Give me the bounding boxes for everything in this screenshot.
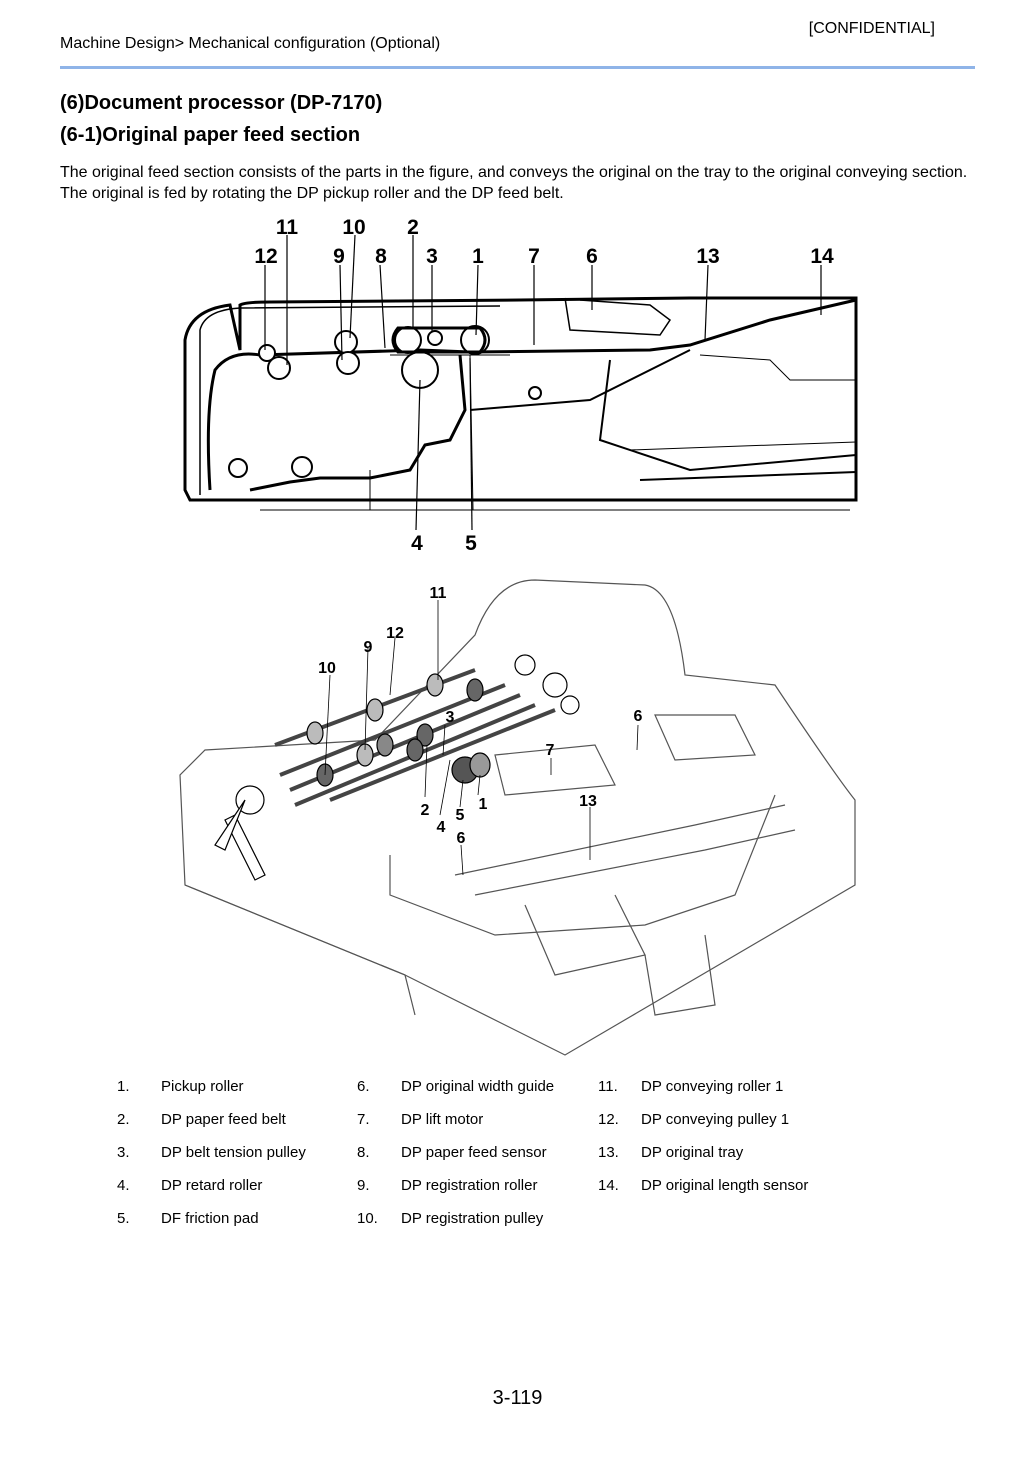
legend-number: 9.: [357, 1177, 370, 1194]
callout-9: 9: [364, 639, 373, 656]
callout-10: 10: [318, 660, 336, 677]
legend-row: 3. DP belt tension pulley 8. DP paper fe…: [0, 1144, 1035, 1168]
callout-4: 4: [437, 819, 446, 836]
isometric-housing: [179, 579, 856, 1056]
legend-row: 5. DF friction pad 10. DP registration p…: [0, 1210, 1035, 1234]
legend-label: DP paper feed sensor: [401, 1144, 547, 1161]
callout-1: 1: [472, 245, 484, 268]
isometric-leader-lines: [324, 600, 639, 876]
legend-number: 7.: [357, 1111, 370, 1128]
legend-row: 1. Pickup roller 6. DP original width gu…: [0, 1078, 1035, 1102]
confidential-label: [CONFIDENTIAL]: [808, 20, 935, 37]
legend-label: DP original tray: [641, 1144, 744, 1161]
callout-3: 3: [426, 245, 438, 268]
callout-12: 12: [386, 625, 404, 642]
callout-11: 11: [430, 585, 447, 602]
callout-7: 7: [528, 245, 540, 268]
legend-label: DP original width guide: [401, 1078, 555, 1095]
callout-10: 10: [342, 216, 365, 239]
legend-label: DP lift motor: [401, 1111, 484, 1128]
callout-5: 5: [456, 807, 465, 824]
legend-number: 2.: [117, 1111, 130, 1128]
legend-number: 3.: [117, 1144, 130, 1161]
page-number: 3-119: [492, 1387, 543, 1409]
callout-6: 6: [634, 708, 643, 725]
isometric-rollers: [306, 673, 491, 787]
cross-section-feed-belt: [391, 326, 487, 354]
isometric-gears: [214, 654, 580, 881]
header-rule: [60, 66, 975, 69]
callout-13: 13: [579, 793, 597, 810]
callout-11: 11: [276, 216, 299, 239]
legend-label: DF friction pad: [161, 1210, 259, 1227]
isometric-figure: 11 12 9 10 3 6 7 13 2 4 5 1 6: [179, 579, 856, 1056]
callout-9: 9: [333, 245, 345, 268]
legend-label: DP retard roller: [161, 1177, 263, 1194]
callout-2: 2: [421, 802, 430, 819]
isometric-callouts: 11 12 9 10 3 6 7 13 2 4 5 1 6: [318, 585, 642, 847]
legend-label: Pickup roller: [161, 1078, 244, 1095]
legend-label: DP belt tension pulley: [161, 1144, 306, 1161]
cross-section-figure: 11 10 2 12 9 8 3 1 7 6 13 14 4 5: [183, 216, 858, 555]
legend-row: 2. DP paper feed belt 7. DP lift motor 1…: [0, 1111, 1035, 1135]
legend-number: 13.: [598, 1144, 619, 1161]
callout-8: 8: [375, 245, 387, 268]
section-subtitle: (6-1)Original paper feed section: [60, 124, 361, 146]
legend-label: DP conveying roller 1: [641, 1078, 784, 1095]
callout-7: 7: [546, 742, 555, 759]
callout-4: 4: [411, 532, 423, 555]
section-title: (6)Document processor (DP-7170): [60, 92, 383, 114]
legend-number: 1.: [117, 1078, 130, 1095]
legend-label: DP registration pulley: [401, 1210, 544, 1227]
legend-label: DP paper feed belt: [161, 1111, 286, 1128]
legend-number: 6.: [357, 1078, 370, 1095]
legend-number: 4.: [117, 1177, 130, 1194]
cross-section-drawing: [183, 296, 858, 511]
section-description: The original feed section consists of th…: [60, 164, 968, 202]
cross-section-leader-lines: [264, 234, 822, 531]
cross-section-callouts: 11 10 2 12 9 8 3 1 7 6 13 14 4 5: [254, 216, 834, 555]
legend-label: DP conveying pulley 1: [641, 1111, 790, 1128]
callout-1: 1: [479, 796, 488, 813]
legend-number: 14.: [598, 1177, 619, 1194]
legend-row: 4. DP retard roller 9. DP registration r…: [0, 1177, 1035, 1201]
callout-13: 13: [696, 245, 719, 268]
callout-6: 6: [586, 245, 598, 268]
legend-number: 5.: [117, 1210, 130, 1227]
breadcrumb: Machine Design> Mechanical configuration…: [60, 35, 441, 52]
legend-number: 10.: [357, 1210, 378, 1227]
cross-section-rollers: [228, 325, 542, 478]
callout-12: 12: [254, 245, 277, 268]
legend-number: 11.: [598, 1078, 618, 1095]
callout-2: 2: [407, 216, 419, 239]
callout-5: 5: [465, 532, 477, 555]
callout-14: 14: [810, 245, 834, 268]
legend-number: 12.: [598, 1111, 619, 1128]
callout-3: 3: [446, 709, 455, 726]
callout-6: 6: [457, 830, 466, 847]
legend-number: 8.: [357, 1144, 370, 1161]
legend-label: DP registration roller: [401, 1177, 538, 1194]
legend-label: DP original length sensor: [641, 1177, 809, 1194]
